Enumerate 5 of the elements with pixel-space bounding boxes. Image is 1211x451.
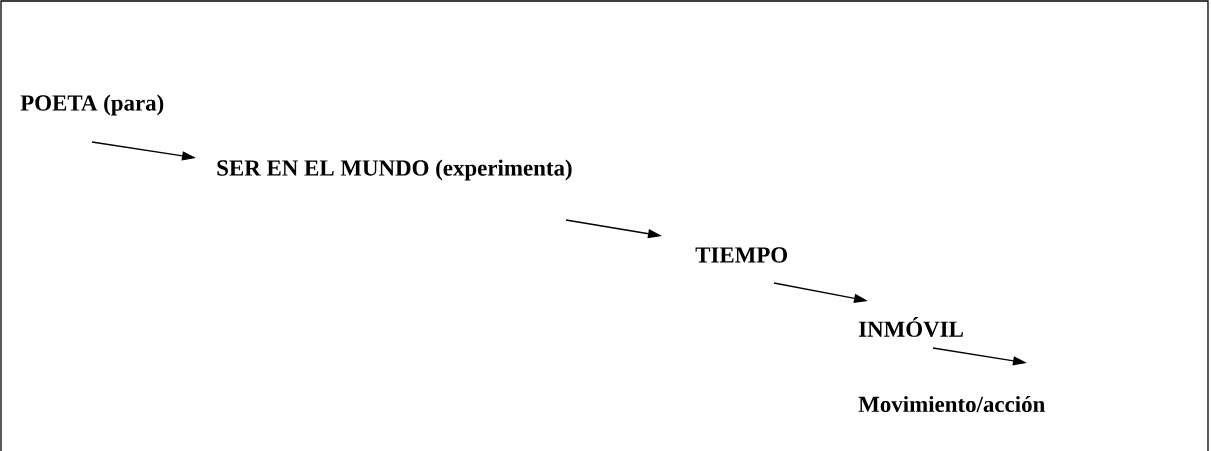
step-text: POETA (para) xyxy=(20,94,164,116)
step-text: SER EN EL MUNDO (experimenta) xyxy=(217,159,572,181)
step-text: TIEMPO xyxy=(695,247,787,263)
step-text: INMÓVIL xyxy=(858,317,963,337)
step-text: Movimiento/acción xyxy=(858,395,1045,413)
